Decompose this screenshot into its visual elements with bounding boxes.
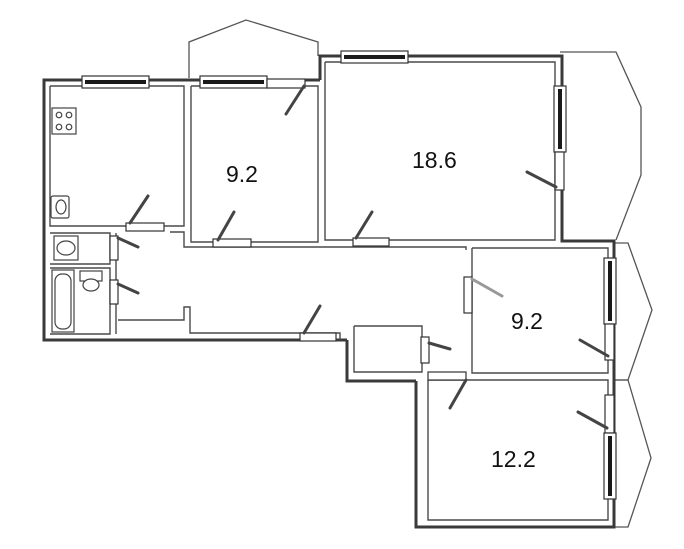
- bay-window-north: [188, 19, 319, 78]
- closet-wall: [353, 325, 423, 373]
- doors: [109, 84, 610, 430]
- door-toilet: [109, 279, 140, 305]
- window-living-room-east: [553, 85, 567, 191]
- room-area-bedroom-north: 9.2: [226, 161, 258, 187]
- door-bedroom-north: [212, 210, 252, 248]
- living-room-wall: [324, 61, 556, 241]
- bedroom-east-wall: [471, 247, 609, 374]
- corridor-south-wall: [118, 306, 341, 340]
- door-living-room: [352, 210, 390, 247]
- room-labels: 9.2 18.6 9.2 12.2: [226, 147, 543, 472]
- bedroom-south-wall: [427, 379, 609, 521]
- windows: [81, 50, 617, 500]
- door-bedroom-south-balcony: [576, 410, 609, 430]
- door-bedroom-east-balcony: [578, 338, 610, 358]
- exterior-wall-west: [42, 78, 347, 342]
- balcony-south-bedroom: [614, 379, 652, 528]
- balconies: [188, 19, 653, 528]
- kitchen-sink-icon: [50, 195, 70, 219]
- door-closet: [420, 336, 452, 364]
- door-bedroom-north-balcony: [284, 84, 306, 116]
- window-bedroom-south: [603, 394, 617, 500]
- door-bedroom-south: [427, 371, 468, 410]
- bathtub-icon: [51, 269, 75, 333]
- door-kitchen: [125, 194, 165, 232]
- door-bedroom-east: [463, 276, 504, 314]
- balcony-living-room: [560, 51, 642, 241]
- exterior-wall-north-east: [318, 54, 616, 380]
- door-living-room-balcony: [525, 170, 558, 189]
- room-area-bedroom-south: 12.2: [491, 446, 536, 472]
- fixtures: [50, 107, 103, 333]
- window-living-room-north: [340, 50, 409, 64]
- corridor-wall: [170, 231, 467, 250]
- door-bathroom: [109, 235, 140, 261]
- balcony-east-bedroom: [614, 242, 653, 381]
- stove-icon: [51, 107, 77, 135]
- door-entrance: [299, 304, 337, 342]
- window-bedroom-east: [603, 257, 617, 361]
- room-area-bedroom-east: 9.2: [511, 308, 543, 334]
- window-kitchen: [81, 75, 150, 89]
- toilet-icon: [79, 270, 103, 292]
- window-bedroom-north: [199, 75, 306, 89]
- kitchen-wall: [49, 85, 185, 227]
- bathroom-sink-icon: [53, 235, 79, 261]
- exterior-wall-south-west: [345, 340, 416, 383]
- room-area-living-room: 18.6: [412, 147, 457, 173]
